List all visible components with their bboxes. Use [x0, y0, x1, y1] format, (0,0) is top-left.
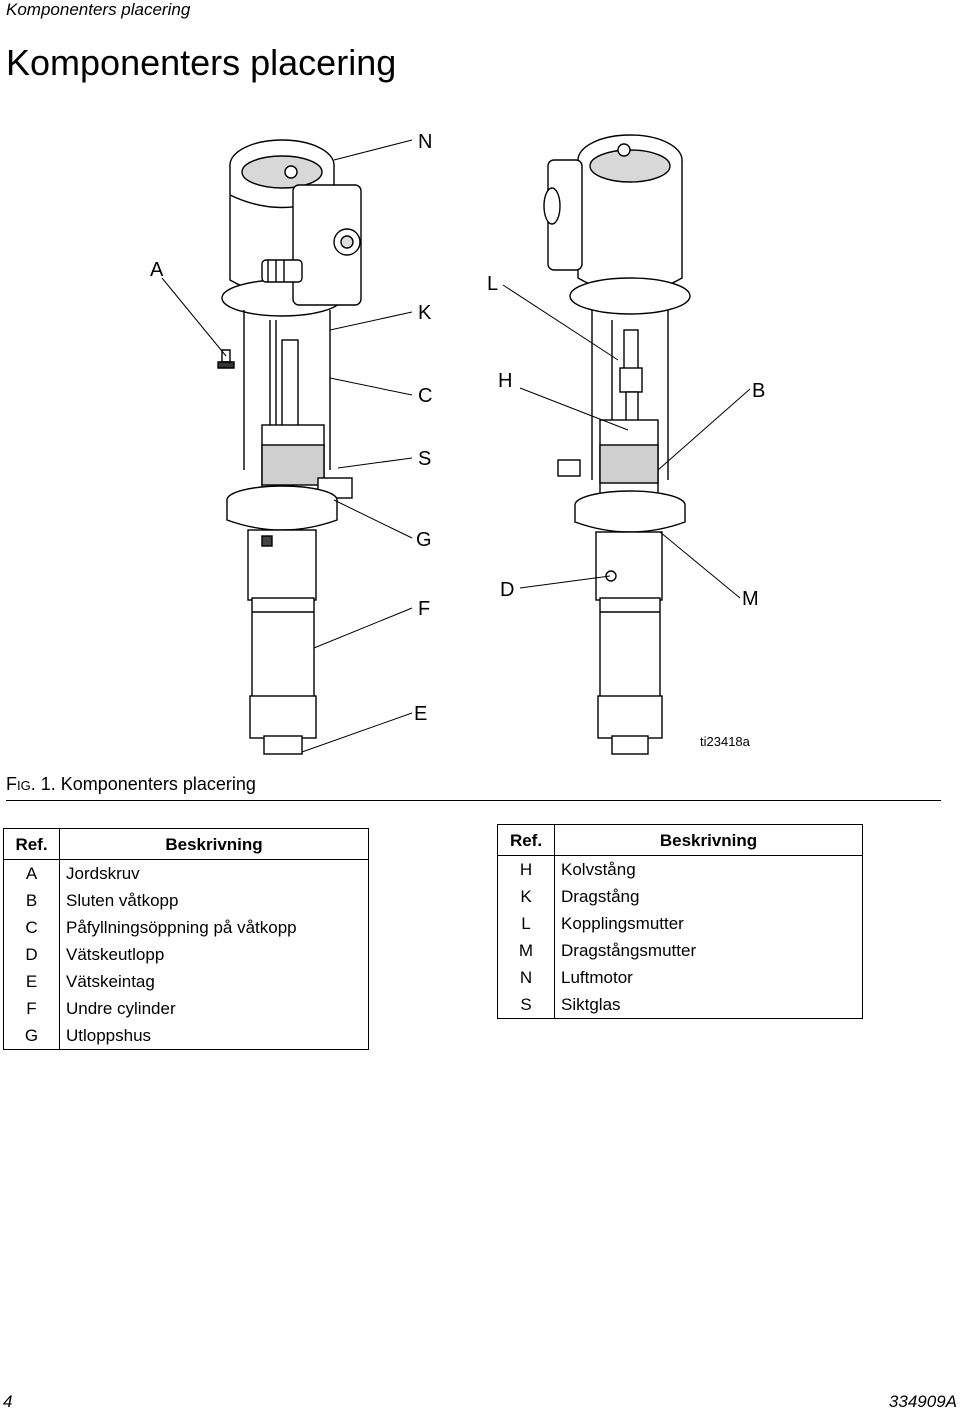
ref-cell: E [3, 968, 60, 995]
callout-m: M [742, 588, 759, 610]
description-cell: Kolvstång [554, 855, 863, 883]
callout-g: G [416, 529, 432, 551]
col-header-ref: Ref. [3, 828, 60, 860]
right-pump-drawing [543, 134, 691, 755]
ref-cell: H [497, 855, 555, 883]
description-cell: Utloppshus [59, 1022, 369, 1050]
ref-cell: K [497, 883, 555, 910]
ref-cell: L [497, 910, 555, 937]
col-header-desc: Beskrivning [59, 828, 369, 860]
ref-cell: A [3, 859, 60, 887]
image-id: ti23418a [700, 734, 751, 749]
left-pump-drawing [217, 139, 362, 755]
callout-f: F [418, 598, 430, 620]
ref-cell: M [497, 937, 555, 964]
description-cell: Kopplingsmutter [554, 910, 863, 937]
page-title: Komponenters placering [6, 42, 397, 83]
description-cell: Dragstångsmutter [554, 937, 863, 964]
ref-cell: F [3, 995, 60, 1022]
ref-cell: G [3, 1022, 60, 1050]
description-cell: Påfyllningsöppning på våtkopp [59, 914, 369, 941]
ref-cell: C [3, 914, 60, 941]
description-cell: Vätskeutlopp [59, 941, 369, 968]
pump-figure: N A L K C H B S G D F M E ti23418a [150, 131, 765, 755]
ref-cell: N [497, 964, 555, 991]
callout-s: S [418, 448, 431, 470]
callout-h: H [498, 370, 512, 392]
description-cell: Vätskeintag [59, 968, 369, 995]
callout-n: N [418, 131, 432, 153]
description-cell: Undre cylinder [59, 995, 369, 1022]
description-cell: Luftmotor [554, 964, 863, 991]
callout-c: C [418, 385, 432, 407]
callout-l: L [487, 273, 498, 295]
figure-caption: FIG. 1. Komponenters placering [6, 774, 256, 794]
callout-a: A [150, 259, 164, 281]
document-number: 334909A [888, 1392, 957, 1411]
callout-d: D [500, 579, 514, 601]
callout-k: K [418, 302, 432, 324]
col-header-ref: Ref. [497, 824, 555, 856]
ref-cell: D [3, 941, 60, 968]
col-header-desc: Beskrivning [554, 824, 863, 856]
leader-lines [161, 139, 751, 753]
ref-cell: B [3, 887, 60, 914]
description-cell: Sluten våtkopp [59, 887, 369, 914]
ref-cell: S [497, 991, 555, 1019]
description-cell: Siktglas [554, 991, 863, 1019]
callout-b: B [752, 380, 765, 402]
callout-labels: N A L K C H B S G D F M E ti23418a [150, 131, 765, 749]
description-cell: Jordskruv [59, 859, 369, 887]
description-cell: Dragstång [554, 883, 863, 910]
running-header: Komponenters placering [6, 0, 191, 19]
callout-e: E [414, 703, 427, 725]
page-number: 4 [3, 1392, 13, 1411]
caption-divider [6, 800, 941, 801]
